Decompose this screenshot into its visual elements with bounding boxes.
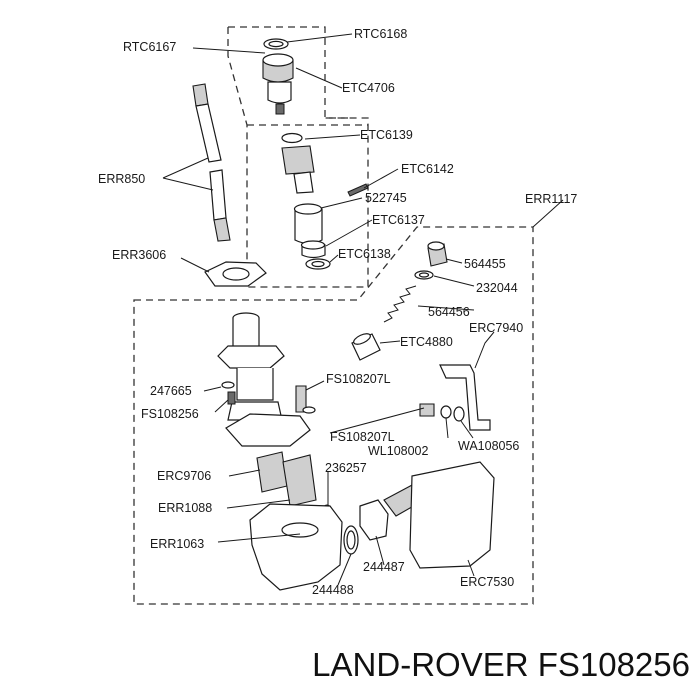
gear-etc6139 (281, 132, 315, 194)
bolt-fs108207l-b (419, 403, 465, 422)
footer-part-number: LAND-ROVER FS108256 (312, 646, 690, 683)
label-etc6139: ETC6139 (360, 128, 413, 142)
bolt-fs108256 (227, 391, 236, 405)
label-etc6142: ETC6142 (401, 162, 454, 176)
label-erc9706: ERC9706 (157, 469, 211, 483)
bracket-erc7940 (439, 364, 491, 431)
label-236257: 236257 (325, 461, 367, 475)
housing-etc4706 (262, 53, 294, 115)
label-rtc6167: RTC6167 (123, 40, 176, 54)
gear-erc9706 (256, 451, 288, 493)
label-244488: 244488 (312, 583, 354, 597)
label-522745: 522745 (365, 191, 407, 205)
label-564456: 564456 (428, 305, 470, 319)
pin-etc6142 (347, 183, 369, 197)
label-etc6137: ETC6137 (372, 213, 425, 227)
label-erc7940: ERC7940 (469, 321, 523, 335)
spring-564456 (383, 285, 417, 323)
label-fs108256: FS108256 (141, 407, 199, 421)
label-etc6138: ETC6138 (338, 247, 391, 261)
washer-247665 (221, 381, 235, 389)
label-fs108207l-a: FS108207L (326, 372, 391, 386)
filter-erc7530 (383, 461, 495, 569)
bolt-fs108207l-a (295, 385, 316, 414)
plug-564455 (427, 241, 448, 267)
label-etc4706: ETC4706 (342, 81, 395, 95)
label-err3606: ERR3606 (112, 248, 166, 262)
body-err1063 (249, 503, 343, 591)
label-err1117: ERR1117 (525, 192, 577, 206)
label-fs108207l-b: FS108207L (330, 430, 395, 444)
label-etc4880: ETC4880 (400, 335, 453, 349)
sleeve-522745 (293, 203, 323, 245)
shaft-err850 (192, 83, 231, 242)
label-247665: 247665 (150, 384, 192, 398)
label-wa108056: WA108056 (458, 439, 519, 453)
label-erc7530: ERC7530 (460, 575, 514, 589)
bush-etc6137 (300, 240, 326, 259)
washer-232044 (414, 270, 434, 280)
pump-tower (217, 312, 311, 447)
upper-group-box (228, 26, 352, 119)
gear-err1088 (282, 454, 317, 507)
upper-group-box-left (227, 27, 369, 288)
label-244487: 244487 (363, 560, 405, 574)
label-err1088: ERR1088 (158, 501, 212, 515)
valve-etc4880 (351, 333, 381, 361)
label-err850: ERR850 (98, 172, 145, 186)
gasket-244487 (359, 499, 389, 541)
washer-rtc6168 (263, 38, 289, 50)
label-err1063: ERR1063 (150, 537, 204, 551)
label-rtc6168: RTC6168 (354, 27, 407, 41)
label-232044: 232044 (476, 281, 518, 295)
ring-244488 (343, 525, 359, 555)
label-564455: 564455 (464, 257, 506, 271)
label-wl108002: WL108002 (368, 444, 429, 458)
washer-etc6138 (305, 258, 331, 270)
gasket-err3606 (204, 261, 267, 287)
leader-lines (162, 33, 564, 586)
